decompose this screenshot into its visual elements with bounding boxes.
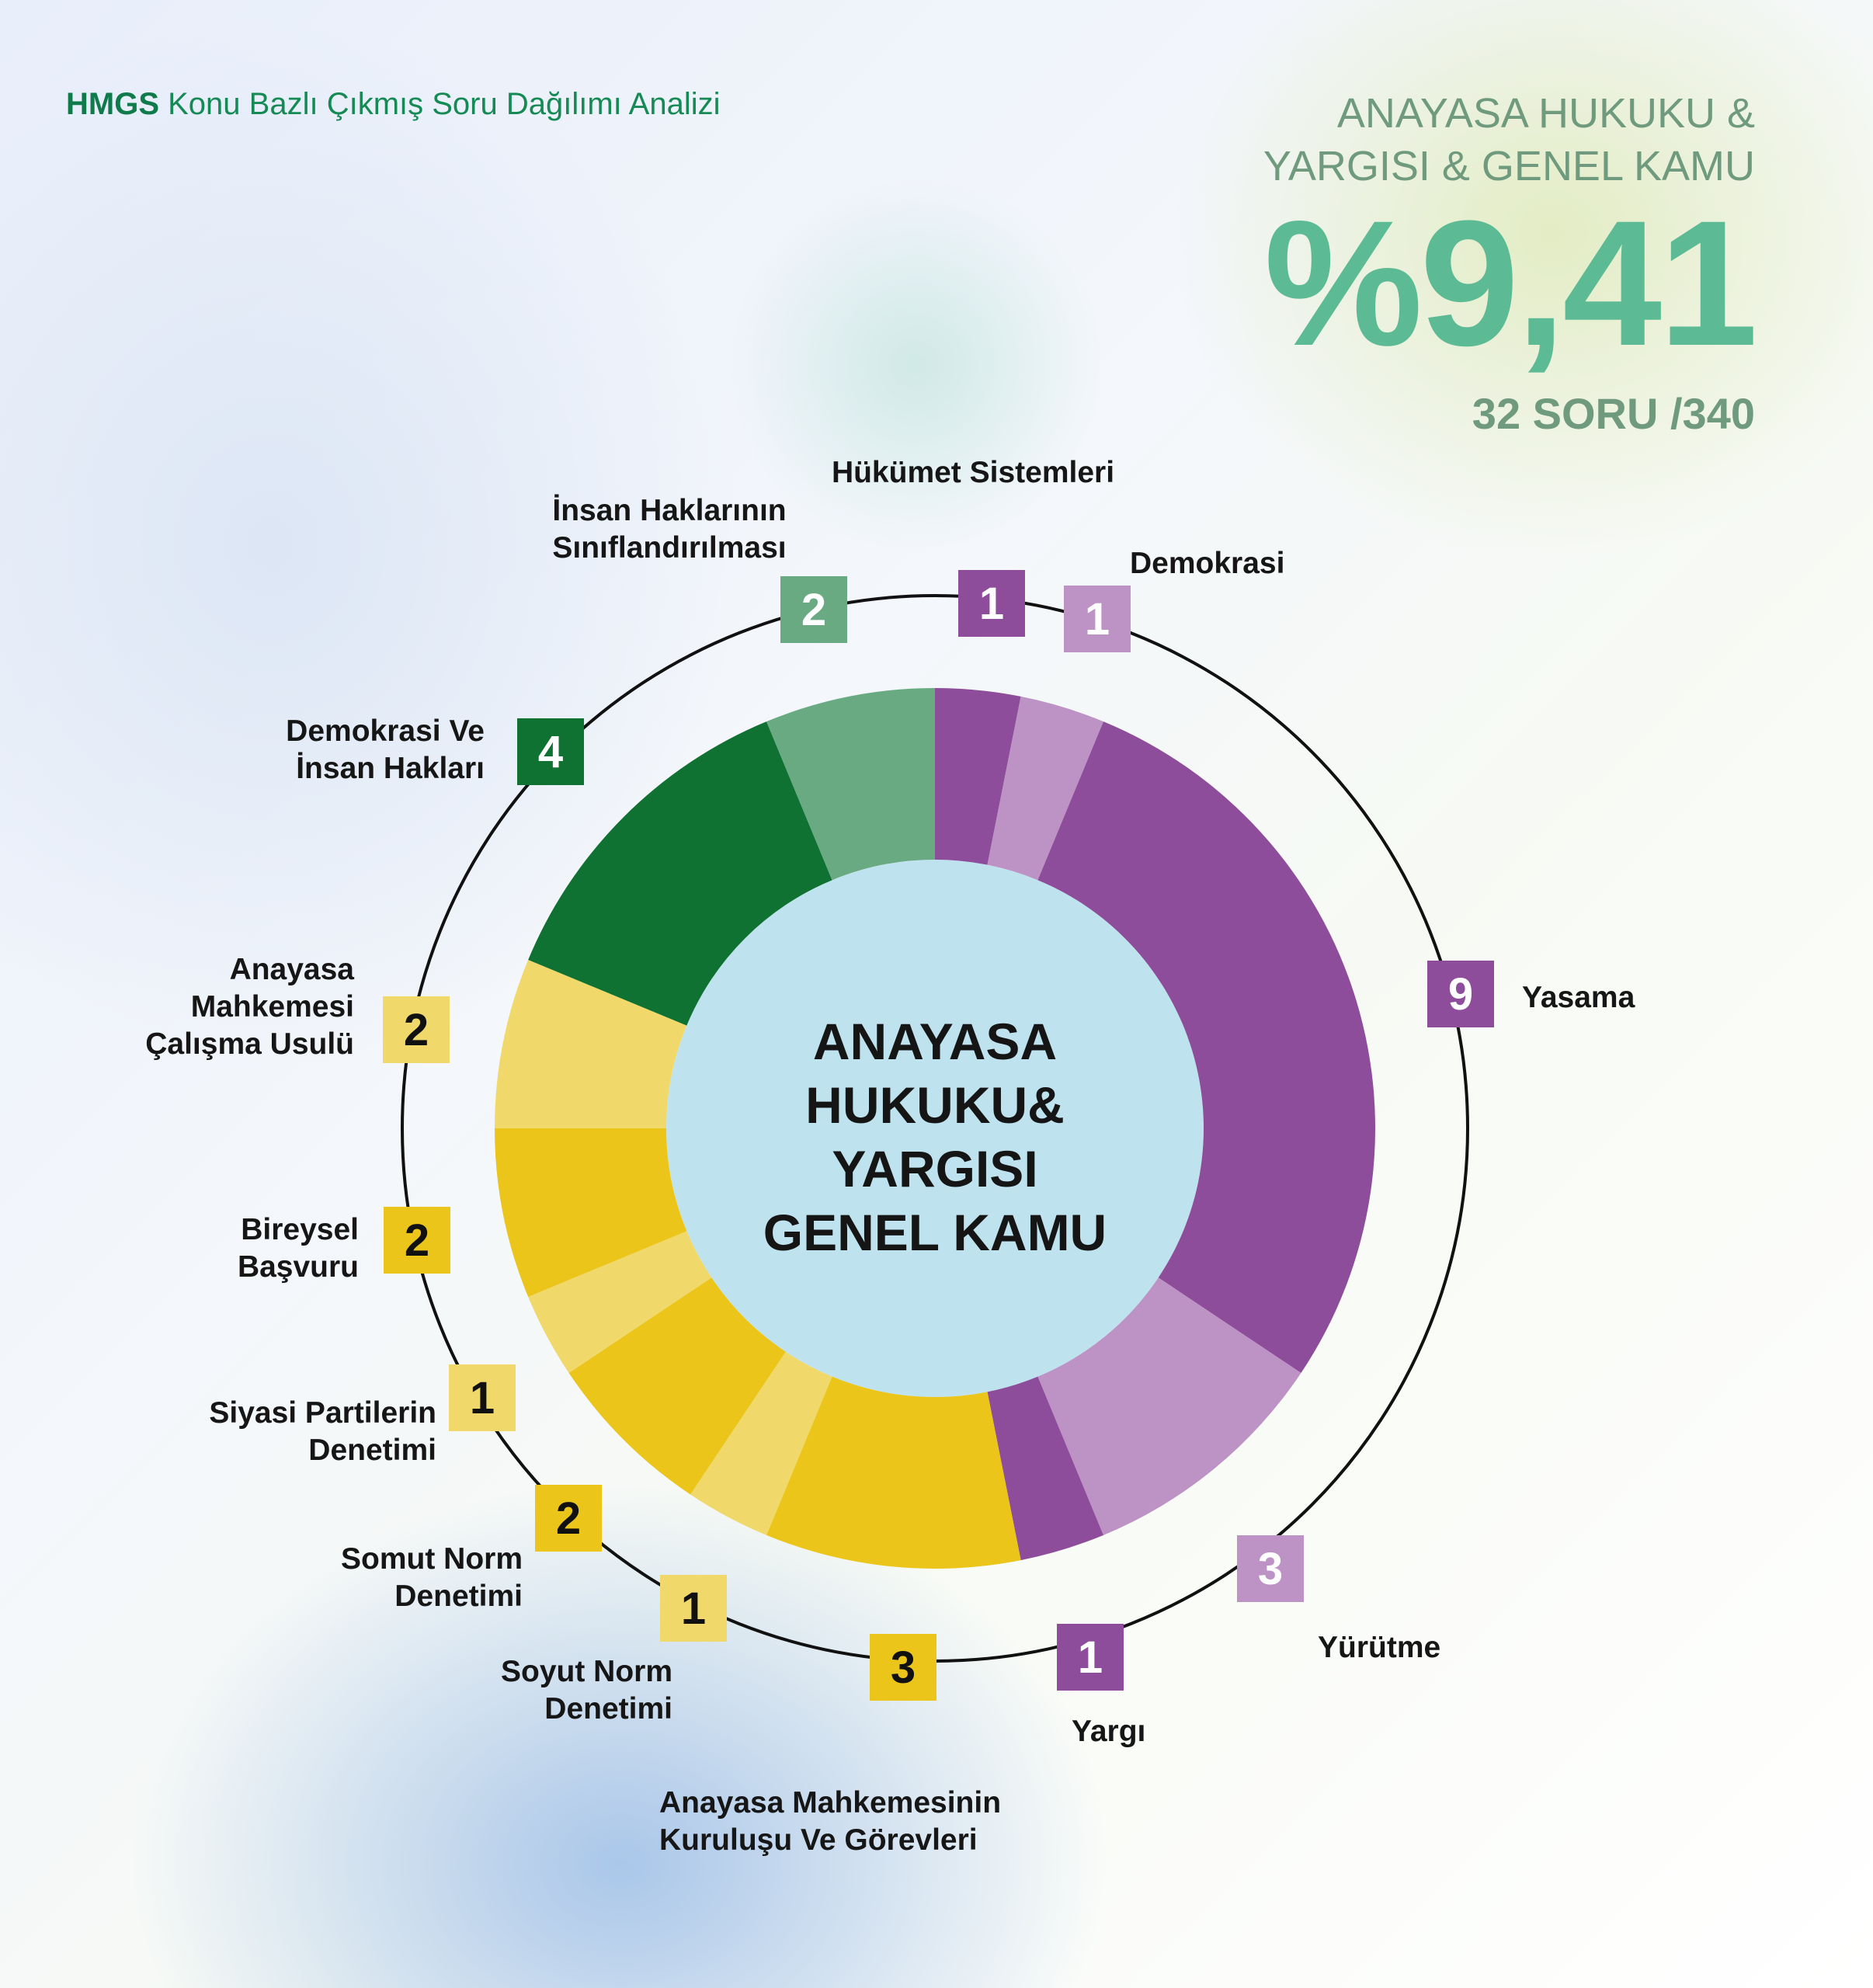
value-badge: 3 (870, 1634, 936, 1701)
slice-label: Siyasi Partilerin Denetimi (209, 1396, 436, 1467)
question-count: 32 SORU /340 (1472, 389, 1755, 438)
category-line-2: YARGISI & GENEL KAMU (1263, 143, 1755, 189)
slice-label: Somut Norm Denetimi (341, 1542, 523, 1613)
donut-slice (528, 1231, 712, 1374)
value-badge: 9 (1427, 961, 1494, 1027)
slice-label: Bireysel Başvuru (237, 1213, 359, 1284)
brand-label: HMGS (66, 87, 159, 121)
donut-slice (568, 1277, 786, 1495)
center-line: YARGISI (832, 1140, 1038, 1197)
slice-label: Yasama (1522, 981, 1635, 1014)
donut-slice (1037, 721, 1375, 1374)
slice-label: Soyut Norm Denetimi (500, 1655, 672, 1726)
slice-label: Yargı (1072, 1715, 1146, 1748)
slice-label: Yürütme (1318, 1631, 1441, 1664)
donut-slice (935, 688, 1021, 865)
slice-label: Anayasa Mahkemesi Çalışma Usulü (145, 953, 354, 1061)
percent-value: %9,41 (1263, 183, 1758, 383)
slice-label: Demokrasi Ve İnsan Hakları (286, 714, 485, 785)
donut-slice (766, 688, 935, 881)
slice-label: Anayasa Mahkemesinin Kuruluşu Ve Görevle… (659, 1786, 1002, 1857)
value-badge: 2 (780, 576, 847, 643)
center-line: ANAYASA (812, 1013, 1058, 1070)
category-title: ANAYASA HUKUKU & YARGISI & GENEL KAMU (1263, 87, 1755, 193)
value-badge: 1 (660, 1575, 727, 1642)
value-badge: 2 (384, 1207, 450, 1274)
chart-subtitle: HMGS Konu Bazlı Çıkmış Soru Dağılımı Ana… (66, 87, 721, 122)
value-badge: 4 (517, 718, 584, 785)
value-badge: 1 (958, 570, 1025, 637)
donut-slice (766, 1376, 1021, 1569)
donut-slice (987, 696, 1103, 881)
slice-label: Demokrasi (1130, 547, 1285, 580)
center-line: HUKUKU& (805, 1076, 1065, 1134)
subtitle-text: Konu Bazlı Çıkmış Soru Dağılımı Analizi (168, 87, 721, 121)
value-badge: 1 (1057, 1624, 1124, 1691)
donut-slice (528, 721, 832, 1026)
slice-label: İnsan Haklarının Sınıflandırılması (552, 494, 787, 565)
center-label: ANAYASA HUKUKU& YARGISI GENEL KAMU (702, 1010, 1168, 1264)
donut-slice (987, 1376, 1103, 1561)
value-badge: 1 (449, 1364, 516, 1431)
donut-slice (495, 960, 687, 1128)
category-line-1: ANAYASA HUKUKU & (1336, 90, 1755, 137)
value-badge: 2 (535, 1485, 602, 1552)
slice-label: Hükümet Sistemleri (831, 456, 1115, 489)
donut-slice (1037, 1277, 1301, 1535)
donut-slice (495, 1128, 687, 1297)
donut-center (666, 860, 1204, 1397)
donut-slice (690, 1351, 832, 1535)
value-badge: 2 (383, 996, 450, 1063)
value-badge: 1 (1064, 586, 1131, 652)
center-line: GENEL KAMU (763, 1204, 1107, 1261)
value-badge: 3 (1237, 1535, 1304, 1602)
